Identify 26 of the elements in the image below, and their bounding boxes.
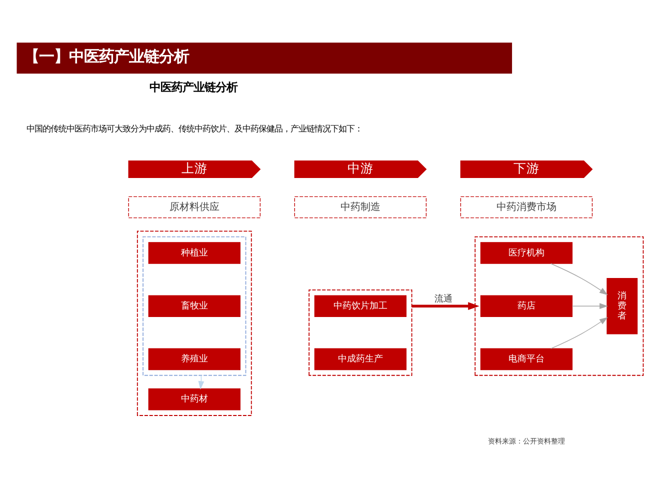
diagram-title: 【一】中医药产业链分析 — [24, 46, 189, 65]
arrow — [412, 302, 480, 310]
edge-label: 流通 — [434, 294, 452, 304]
node-box: 畜牧业 — [148, 294, 240, 316]
cluster — [474, 236, 644, 376]
cluster — [308, 288, 412, 376]
cluster — [136, 230, 252, 416]
node-box: 中药材 — [148, 388, 240, 410]
node-box: 消费者 — [606, 277, 638, 334]
node-box: 药店 — [480, 294, 573, 316]
node-box: 中药消费市场 — [460, 196, 593, 218]
node-box: 中药饮片加工 — [314, 294, 406, 316]
node-box: 医疗机构 — [480, 242, 573, 264]
cluster — [142, 236, 246, 376]
label: 中国的传统中医药市场可大致分为中成药、传统中药饮片、及中药保健品，产业链情况下如下： — [26, 122, 362, 133]
arrow — [550, 316, 608, 348]
node-box: 电商平台 — [480, 348, 573, 370]
node-box: 种植业 — [148, 242, 240, 264]
node-box: 原材料供应 — [128, 196, 261, 218]
node-box: 中药制造 — [294, 196, 427, 218]
node-box: 中成药生产 — [314, 348, 406, 370]
node-box: 养殖业 — [148, 348, 240, 370]
arrow — [550, 262, 608, 295]
arrow — [572, 302, 608, 309]
label: 中医药产业链分析 — [150, 80, 238, 94]
label: 资料来源：公开资料整理 — [488, 436, 565, 445]
